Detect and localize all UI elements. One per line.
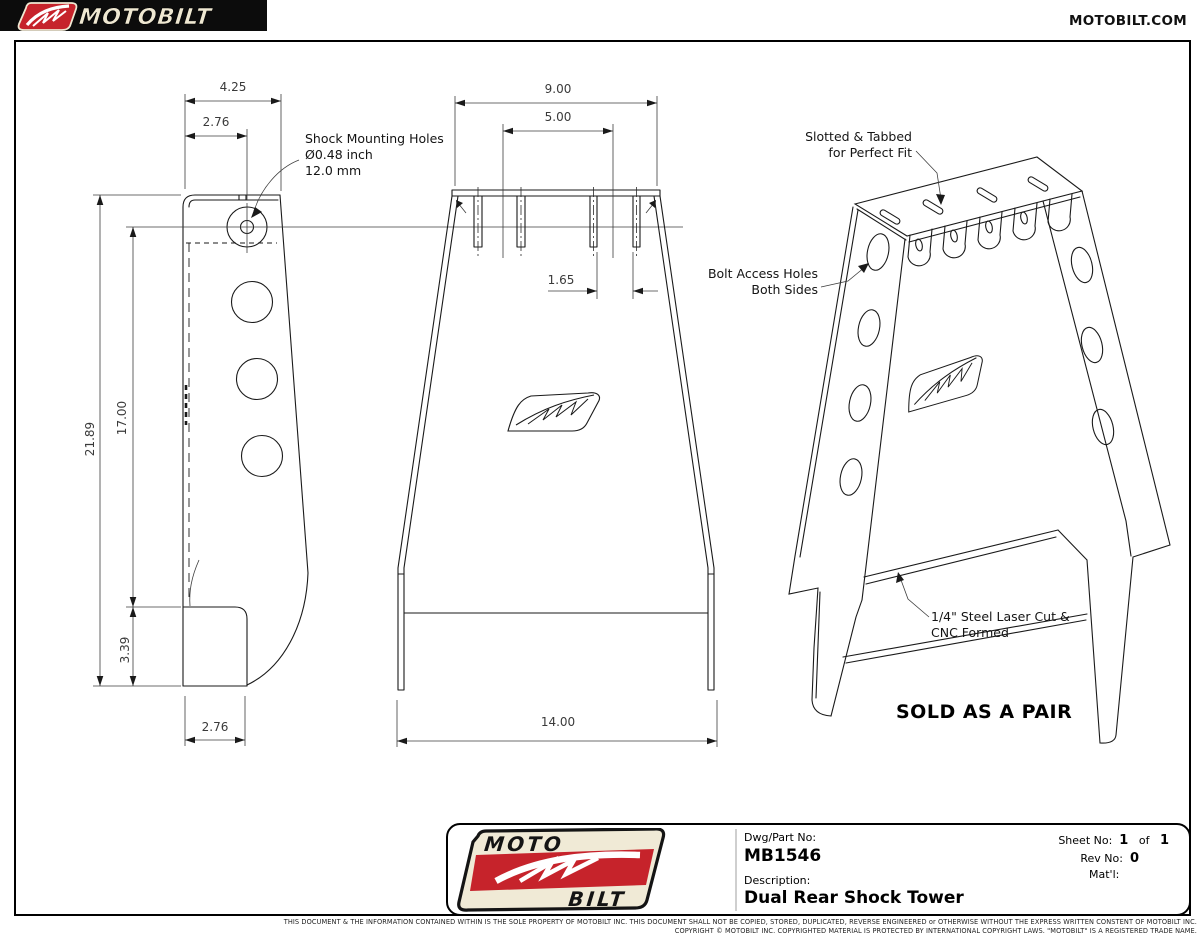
logo-bilt-text: BILT bbox=[567, 887, 627, 911]
motobilt-shield-logo: MOTO BILT bbox=[457, 828, 666, 912]
dim-total-height: 21.89 bbox=[83, 421, 97, 457]
sheet-total: 1 bbox=[1159, 833, 1169, 848]
sheet-number: 1 bbox=[1119, 833, 1129, 848]
bolt-callout-leader bbox=[820, 266, 866, 288]
dim-base-width: 14.00 bbox=[540, 715, 576, 729]
dim-foot-width: 2.76 bbox=[201, 720, 229, 734]
bolt-access-hole bbox=[235, 357, 279, 401]
drawing-border bbox=[14, 40, 1191, 916]
dim-top-width-front: 9.00 bbox=[544, 82, 572, 96]
sheet-info: Sheet No: 1 of 1 bbox=[1058, 833, 1169, 848]
side-view-drawing bbox=[93, 94, 683, 746]
legal-footer: THIS DOCUMENT & THE INFORMATION CONTAINE… bbox=[200, 918, 1197, 936]
sold-as-pair-note: SOLD AS A PAIR bbox=[896, 701, 1073, 723]
website-url: MOTOBILT.COM bbox=[1069, 13, 1187, 29]
title-block-divider bbox=[735, 829, 737, 911]
part-number: MB1546 bbox=[744, 846, 822, 866]
material-callout-leader bbox=[900, 579, 930, 618]
motobilt-emblem-icon bbox=[17, 2, 78, 31]
description-label: Description: bbox=[744, 874, 811, 887]
dim-hole-height: 17.00 bbox=[115, 400, 129, 436]
dim-slot-span: 5.00 bbox=[544, 110, 572, 124]
legal-line-2: COPYRIGHT © MOTOBILT INC. COPYRIGHTED MA… bbox=[674, 927, 1197, 935]
shock-mounting-callout: Shock Mounting Holes Ø0.48 inch 12.0 mm bbox=[305, 131, 444, 178]
rev-info: Rev No: 0 bbox=[1080, 851, 1139, 866]
dim-hole-offset: 2.76 bbox=[202, 115, 230, 129]
top-brand-bar: MOTOBILT bbox=[0, 0, 267, 31]
material-label: Mat'l: bbox=[1089, 868, 1120, 881]
logo-moto-text: MOTO bbox=[483, 832, 565, 856]
dim-top-width: 4.25 bbox=[219, 80, 247, 94]
engraved-motobilt-logo bbox=[898, 353, 992, 413]
top-tabs bbox=[473, 187, 641, 256]
dwg-part-no-label: Dwg/Part No: bbox=[744, 831, 817, 844]
shock-callout-leader bbox=[253, 159, 300, 212]
material-callout: 1/4" Steel Laser Cut & CNC Formed bbox=[931, 609, 1070, 640]
motobilt-horizontal-logo: MOTOBILT bbox=[17, 2, 214, 31]
rev-number: 0 bbox=[1129, 851, 1139, 866]
bolt-access-callout: Bolt Access Holes Both Sides bbox=[707, 266, 818, 297]
slotted-tabbed-callout: Slotted & Tabbed for Perfect Fit bbox=[805, 129, 912, 160]
engraved-motobilt-logo bbox=[507, 392, 601, 432]
title-block: MOTO BILT Dwg/Part No: MB1546 Descriptio… bbox=[446, 823, 1191, 916]
slotted-callout-leader bbox=[915, 150, 942, 200]
isometric-view-drawing bbox=[788, 150, 1171, 744]
bolt-access-hole bbox=[230, 280, 274, 324]
dim-foot-height: 3.39 bbox=[118, 636, 132, 664]
drawing-canvas bbox=[93, 94, 1171, 747]
bolt-access-hole bbox=[240, 434, 284, 478]
part-description: Dual Rear Shock Tower bbox=[744, 888, 964, 908]
legal-line-1: THIS DOCUMENT & THE INFORMATION CONTAINE… bbox=[283, 918, 1197, 926]
top-slots bbox=[879, 176, 1049, 225]
dim-slot-pitch: 1.65 bbox=[547, 273, 575, 287]
motobilt-wordmark: MOTOBILT bbox=[78, 5, 214, 30]
front-view-drawing bbox=[396, 96, 718, 747]
